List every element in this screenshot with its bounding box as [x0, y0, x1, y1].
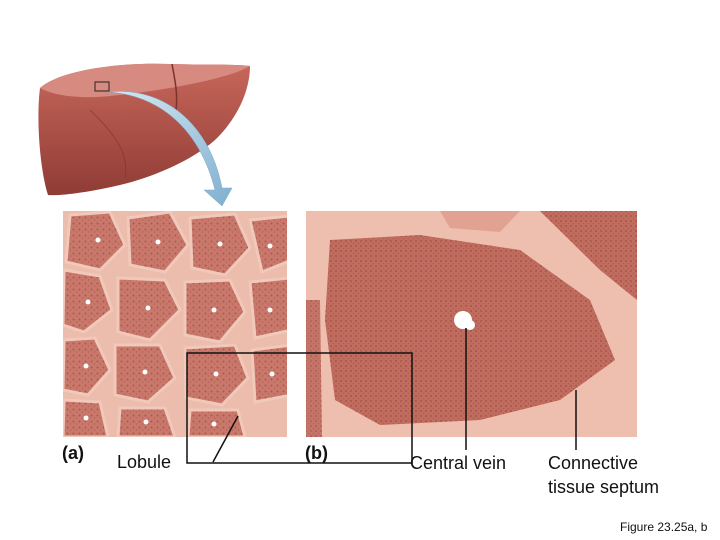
panel-b-letter: (b) [305, 443, 328, 463]
connective-tissue-label-line1: Connective [548, 453, 639, 473]
panel-a-letter: (a) [62, 443, 84, 463]
zoom-arrow [107, 91, 233, 207]
liver-illustration [38, 63, 250, 196]
central-vein-label: Central vein [410, 453, 507, 473]
panel-a-micrograph [63, 211, 287, 437]
zoom-box [186, 352, 413, 464]
panel-b-micrograph [306, 211, 637, 437]
lobule-leader-line [212, 415, 239, 463]
figure-caption: Figure 23.25a, b [620, 520, 708, 534]
lobule-label: Lobule [117, 452, 172, 472]
liver-sample-box [94, 81, 110, 92]
connective-tissue-label-line2: tissue septum [548, 477, 660, 497]
